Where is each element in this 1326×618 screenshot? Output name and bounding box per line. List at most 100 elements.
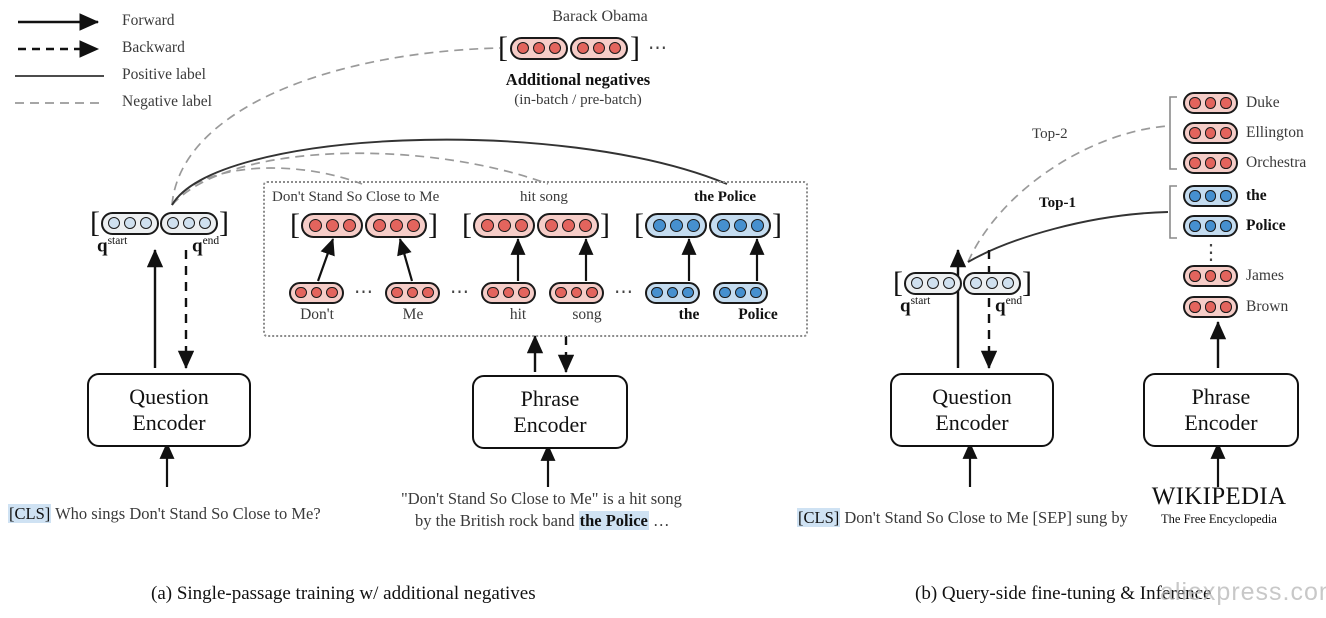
vector-dot bbox=[389, 218, 403, 232]
vector-dot bbox=[734, 286, 747, 299]
result-label: Ellington bbox=[1246, 124, 1304, 141]
result-item-0[interactable]: Duke bbox=[1183, 92, 1280, 114]
open-bracket: [ bbox=[290, 208, 300, 241]
token-capsule-me bbox=[385, 281, 440, 304]
token-capsule-police bbox=[713, 281, 768, 304]
result-item-7[interactable]: Brown bbox=[1183, 296, 1288, 318]
open-bracket: [ bbox=[498, 31, 508, 64]
phrase-vectors-row: [ ] [ ] [ ] bbox=[290, 210, 782, 240]
passage-pre: by the British rock band bbox=[415, 511, 579, 530]
vector-dot bbox=[1220, 127, 1232, 139]
legend-item-positive: Positive label bbox=[112, 66, 206, 84]
vector-dot bbox=[518, 286, 530, 299]
q-end-capsule bbox=[963, 271, 1021, 295]
token-label-the: the bbox=[678, 306, 700, 323]
result-capsule bbox=[1183, 122, 1238, 144]
result-item-6[interactable]: James bbox=[1183, 265, 1284, 287]
q-end-capsule bbox=[160, 211, 218, 235]
additional-negatives-caption: Additional negatives bbox=[505, 70, 651, 89]
vector-dot bbox=[1204, 270, 1217, 282]
result-label: James bbox=[1246, 267, 1284, 284]
vector-dot bbox=[570, 286, 583, 299]
vector-dot bbox=[517, 42, 529, 54]
question-text-rest: Who sings Don't Stand So Close to Me? bbox=[55, 504, 321, 523]
query-vector-a: [ ] bbox=[90, 208, 229, 238]
additional-negatives-subcaption: (in-batch / pre-batch) bbox=[514, 92, 642, 108]
open-bracket: [ bbox=[462, 208, 472, 241]
close-bracket: ] bbox=[1022, 266, 1032, 299]
vector-dot bbox=[1189, 270, 1201, 282]
rank-label-top1: Top-1 bbox=[1039, 195, 1076, 211]
phrase-encoder-b[interactable]: Phrase Encoder bbox=[1143, 373, 1299, 447]
negative-vector-capsule bbox=[570, 36, 628, 60]
close-bracket: ] bbox=[630, 31, 640, 64]
vector-dot bbox=[911, 277, 923, 289]
result-capsule bbox=[1183, 296, 1238, 318]
close-bracket: ] bbox=[219, 206, 229, 239]
vector-dot bbox=[326, 286, 338, 299]
vector-dot bbox=[1204, 190, 1217, 202]
vector-dot bbox=[593, 42, 605, 54]
vector-dot bbox=[1204, 97, 1217, 109]
vector-dot bbox=[295, 286, 307, 299]
result-label: Police bbox=[1246, 217, 1286, 234]
rank-label-top2: Top-2 bbox=[1032, 126, 1068, 142]
result-label: Brown bbox=[1246, 298, 1289, 315]
positive-arc-top1 bbox=[967, 211, 1169, 263]
vector-dot bbox=[1204, 157, 1217, 169]
wikipedia-tagline: The Free Encyclopedia bbox=[1161, 512, 1277, 526]
vector-dot bbox=[1220, 190, 1232, 202]
negative-vector-capsule bbox=[510, 36, 568, 60]
vector-dot bbox=[686, 218, 700, 232]
vector-dot bbox=[514, 218, 528, 232]
token-label-song: song bbox=[572, 306, 602, 323]
vector-dot bbox=[391, 286, 403, 299]
passage-highlight: the Police bbox=[578, 511, 649, 530]
question-input-text-a: [CLS] Who sings Don't Stand So Close to … bbox=[8, 504, 321, 524]
phrase-group-title-0: Don't Stand So Close to Me bbox=[272, 189, 440, 205]
bracket-top2 bbox=[1169, 96, 1177, 170]
vector-dot bbox=[199, 217, 211, 229]
vector-dot bbox=[651, 286, 663, 299]
legend-item-negative: Negative label bbox=[112, 93, 212, 111]
query-vector-b: [ ] bbox=[893, 268, 1032, 298]
phrase-group-title-2: the Police bbox=[694, 189, 757, 205]
vector-dot bbox=[733, 218, 747, 232]
result-capsule bbox=[1183, 185, 1238, 207]
vector-dot bbox=[716, 218, 730, 232]
vector-dot bbox=[927, 277, 939, 289]
token-capsule-the bbox=[645, 281, 700, 304]
vector-dot bbox=[167, 217, 179, 229]
question-encoder-line1: Question bbox=[932, 383, 1012, 409]
open-bracket: [ bbox=[90, 206, 100, 239]
token-ellipsis: ⋯ bbox=[354, 282, 375, 303]
result-item-3[interactable]: the bbox=[1183, 185, 1267, 207]
watermark: aliexpress.com bbox=[1160, 578, 1326, 606]
vector-dot bbox=[652, 218, 666, 232]
token-capsule-hit bbox=[481, 281, 536, 304]
question-encoder-a[interactable]: Question Encoder bbox=[87, 373, 251, 447]
phrase-encoder-line1: Phrase bbox=[1191, 383, 1251, 409]
cls-token: [CLS] bbox=[797, 508, 841, 527]
vector-dot bbox=[609, 42, 621, 54]
vector-dot bbox=[1189, 157, 1201, 169]
vector-dot bbox=[555, 286, 567, 299]
vector-dot bbox=[1204, 220, 1217, 232]
phrase-vector-capsule bbox=[709, 212, 771, 238]
result-capsule bbox=[1183, 215, 1238, 237]
question-encoder-b[interactable]: Question Encoder bbox=[890, 373, 1054, 447]
result-item-2[interactable]: Orchestra bbox=[1183, 152, 1306, 174]
negatives-ellipsis: ⋯ bbox=[648, 37, 669, 59]
vector-dot bbox=[1220, 220, 1232, 232]
vector-dot bbox=[1189, 127, 1201, 139]
phrase-encoder-a[interactable]: Phrase Encoder bbox=[472, 375, 628, 449]
phrase-vector-capsule bbox=[537, 212, 599, 238]
vector-dot bbox=[943, 277, 955, 289]
result-list-vertical-ellipsis: ⋮ bbox=[1200, 240, 1222, 264]
vector-dot bbox=[750, 218, 764, 232]
legend-label-forward: Forward bbox=[122, 12, 175, 29]
result-item-1[interactable]: Ellington bbox=[1183, 122, 1304, 144]
result-item-4[interactable]: Police bbox=[1183, 215, 1286, 237]
phrase-vector-capsule bbox=[301, 212, 363, 238]
phrase-group-title-1: hit song bbox=[520, 189, 568, 205]
